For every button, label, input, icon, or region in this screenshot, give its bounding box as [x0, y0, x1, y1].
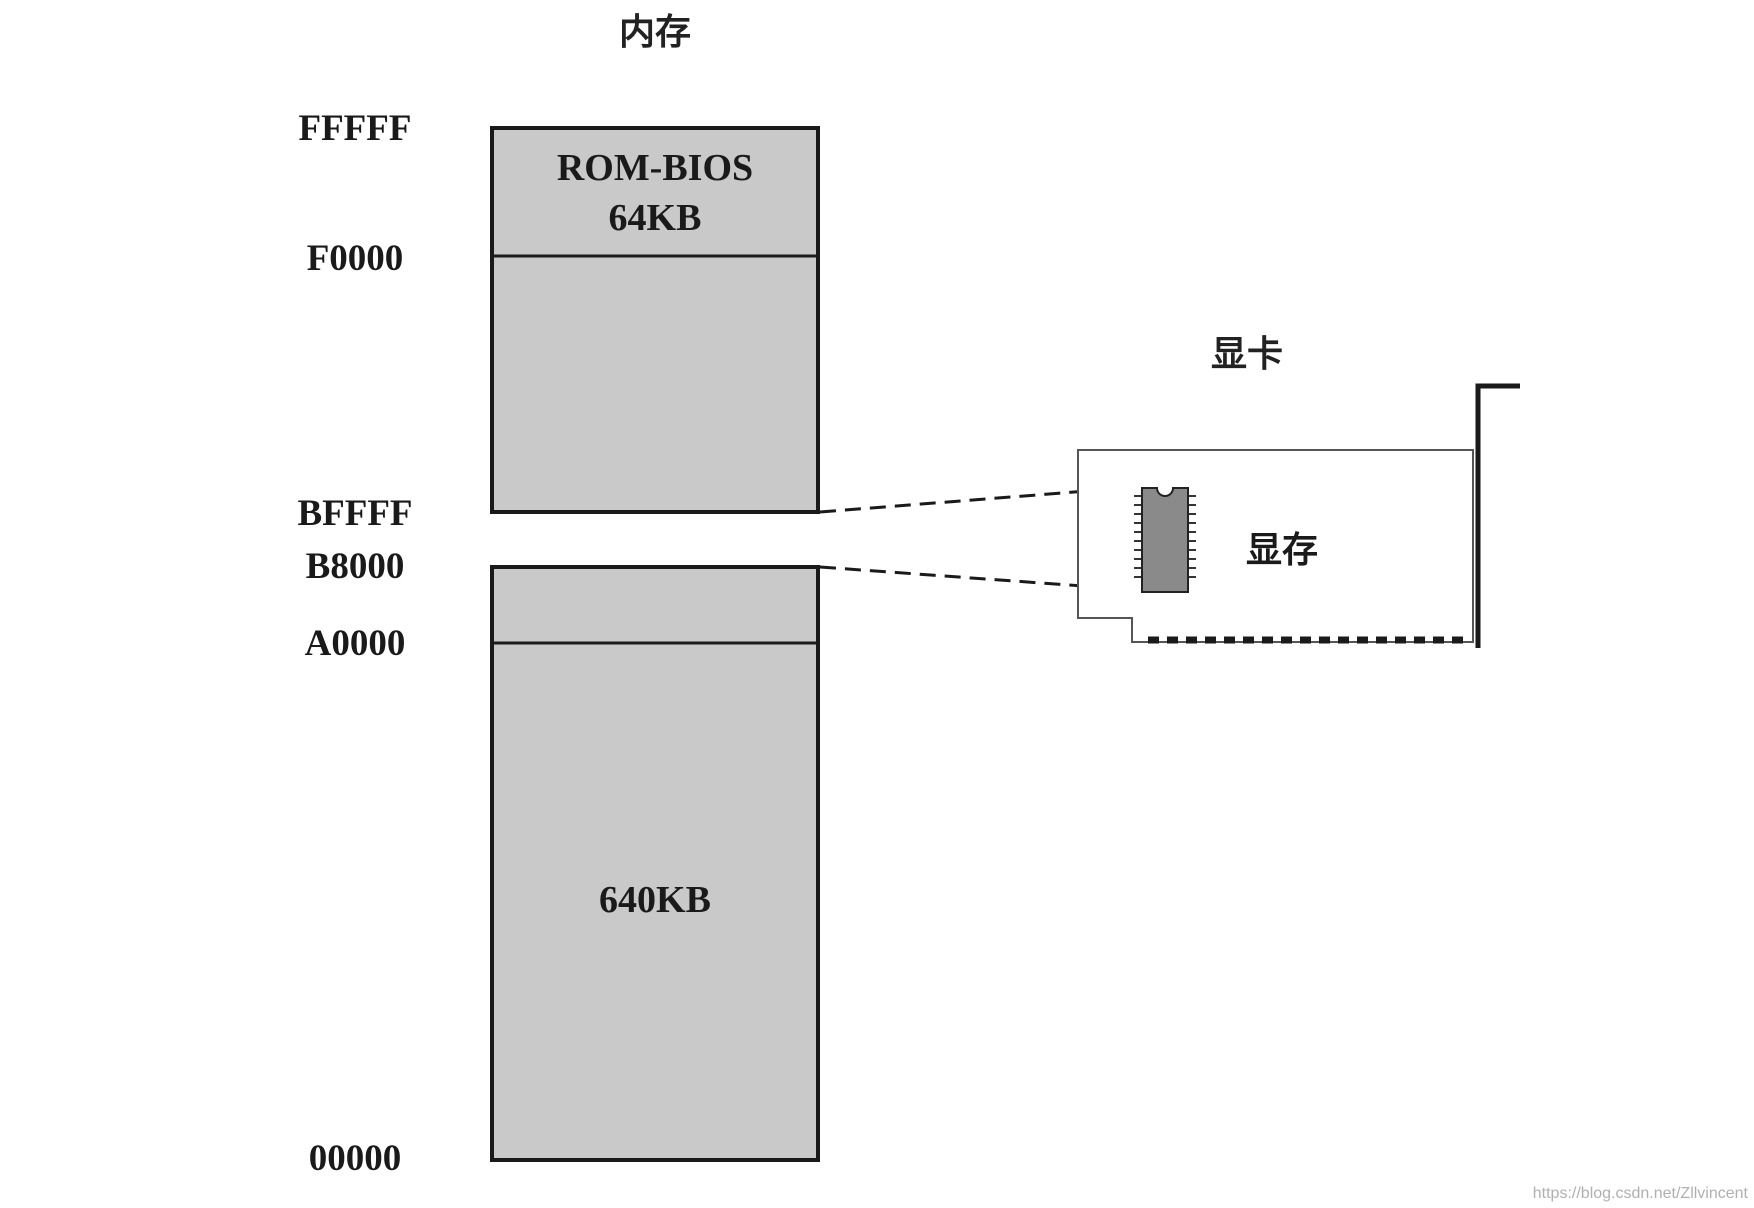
address-label-f0000: F0000	[307, 238, 404, 279]
chip-pins-right	[1188, 495, 1196, 578]
upper-block-rect	[490, 126, 820, 514]
ram-640kb-label: 640KB	[599, 879, 711, 921]
chip-pins-left	[1134, 495, 1142, 578]
graphics-card-title: 显卡	[1211, 333, 1283, 375]
memory-title: 内存	[619, 11, 691, 53]
address-label-fffff: FFFFF	[298, 108, 411, 149]
card-mounting-bracket	[1475, 383, 1520, 648]
rom-bios-size-label: 64KB	[609, 197, 702, 239]
lower-block-rect	[490, 565, 820, 1162]
address-label-a0000: A0000	[305, 623, 406, 664]
address-label-00000: 00000	[309, 1138, 402, 1179]
rom-bios-label: ROM-BIOS	[557, 147, 753, 189]
upper-memory-block: ROM-BIOS 64KB	[490, 126, 820, 514]
graphics-card: 显存	[1077, 383, 1520, 648]
address-label-b8000: B8000	[306, 546, 405, 587]
vram-label: 显存	[1246, 529, 1318, 571]
address-label-bffff: BFFFF	[297, 493, 412, 534]
vram-chip-body	[1141, 487, 1189, 593]
vram-chip-icon	[1134, 487, 1196, 593]
lower-memory-block: 640KB	[490, 565, 820, 1162]
watermark-text: https://blog.csdn.net/Zllvincent	[1533, 1185, 1749, 1202]
